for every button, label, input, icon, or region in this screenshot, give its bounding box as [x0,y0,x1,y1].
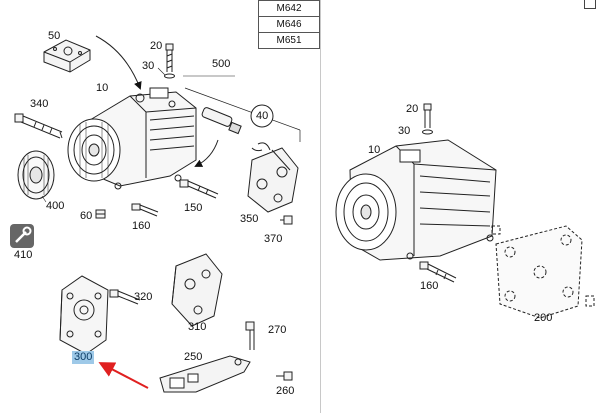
callout-250[interactable]: 250 [184,351,203,363]
callout-270[interactable]: 270 [268,324,287,336]
callout-340[interactable]: 340 [30,98,49,110]
right-part-20-bolt[interactable] [423,103,432,128]
part-260-bolt[interactable] [276,371,293,381]
callout-150[interactable]: 150 [184,202,203,214]
callout-10[interactable]: 10 [96,82,109,94]
part-150-bolt[interactable] [179,179,219,199]
callout-50[interactable]: 50 [48,30,61,42]
callout-320[interactable]: 320 [134,291,153,303]
right-part-200-bracket[interactable] [491,225,595,319]
part-160-bolt-left[interactable] [131,203,159,217]
part-30-washer[interactable] [164,73,175,79]
part-20-bolt[interactable] [165,43,174,72]
right-callout-200[interactable]: 200 [534,312,553,324]
callout-40[interactable]: 40 [256,110,269,122]
part-340-bolt[interactable] [14,113,63,139]
callout-400[interactable]: 400 [46,200,65,212]
engine-variant-table: M642 M646 M651 [258,0,320,49]
callout-500[interactable]: 500 [212,58,231,70]
callout-20[interactable]: 20 [150,40,163,52]
right-callout-10[interactable]: 10 [368,144,381,156]
callout-30[interactable]: 30 [142,60,155,72]
part-370-bolt[interactable] [280,215,293,225]
part-250-bracket[interactable] [159,355,251,393]
right-callout-30[interactable]: 30 [398,125,411,137]
part-40-expansion-valve[interactable] [201,104,274,135]
callout-60[interactable]: 60 [80,210,93,222]
panel-divider [320,0,321,413]
callout-410[interactable]: 410 [14,249,33,261]
right-part-30-washer[interactable] [422,129,433,135]
right-panel-checkbox[interactable] [584,0,596,9]
right-part-160-bolt[interactable] [419,261,457,283]
right-callout-160[interactable]: 160 [420,280,439,292]
part-310-bracket[interactable] [171,253,223,327]
table-row: M651 [258,32,320,49]
part-300-plate[interactable] [59,275,109,355]
callout-350[interactable]: 350 [240,213,259,225]
callout-310[interactable]: 310 [188,321,207,333]
part-410-tool[interactable] [10,224,34,248]
callout-260[interactable]: 260 [276,385,295,397]
engine-variant-m651[interactable]: M651 [258,32,320,49]
callout-370[interactable]: 370 [264,233,283,245]
right-part-10-compressor[interactable] [335,139,497,261]
right-callout-20[interactable]: 20 [406,103,419,115]
part-10-compressor[interactable] [67,87,197,190]
part-60-nut[interactable] [95,209,106,219]
highlight-arrow [98,362,149,389]
part-50-valve-block[interactable] [43,39,91,73]
part-400-pulley[interactable] [17,150,55,200]
callout-160[interactable]: 160 [132,220,151,232]
part-350-bracket[interactable] [247,147,299,213]
part-270-bolt[interactable] [245,321,255,350]
callout-300-highlighted[interactable]: 300 [72,351,95,364]
part-320-bolt[interactable] [109,289,141,305]
wrench-icon [15,226,32,243]
